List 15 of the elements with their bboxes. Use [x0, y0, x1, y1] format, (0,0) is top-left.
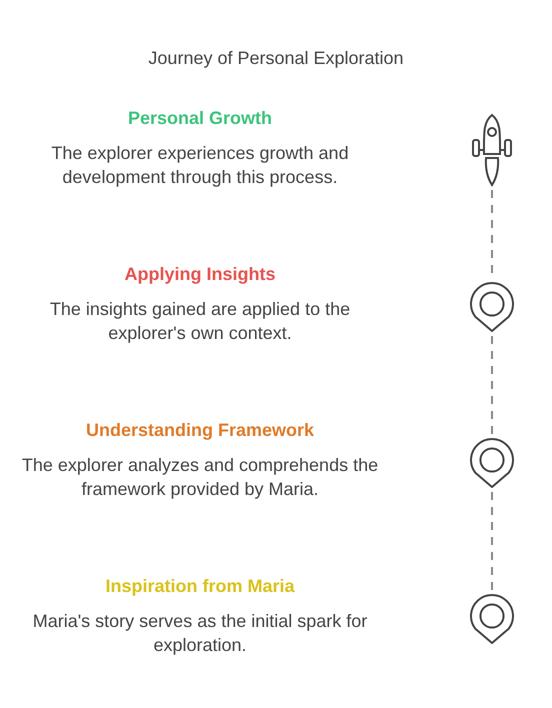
- step-heading: Personal Growth: [126, 108, 274, 129]
- location-pin-icon: [470, 282, 514, 332]
- diagram-title: Journey of Personal Exploration: [147, 48, 405, 69]
- step-description: The insights gained are applied to the explorer's own context.: [48, 298, 352, 345]
- location-pin-icon: [470, 438, 514, 488]
- step-description: The explorer experiences growth and development through this process.: [50, 142, 350, 189]
- rocket-icon: [472, 114, 512, 186]
- step-description: The explorer analyzes and comprehends the framework provided by Maria.: [20, 454, 380, 501]
- step-heading: Inspiration from Maria: [104, 576, 296, 597]
- connector-line: [491, 336, 493, 434]
- location-pin-icon: [470, 594, 514, 644]
- step-heading: Applying Insights: [124, 264, 276, 285]
- step-heading: Understanding Framework: [84, 420, 316, 441]
- step-description: Maria's story serves as the initial spark for exploration.: [32, 610, 368, 657]
- connector-line: [491, 492, 493, 590]
